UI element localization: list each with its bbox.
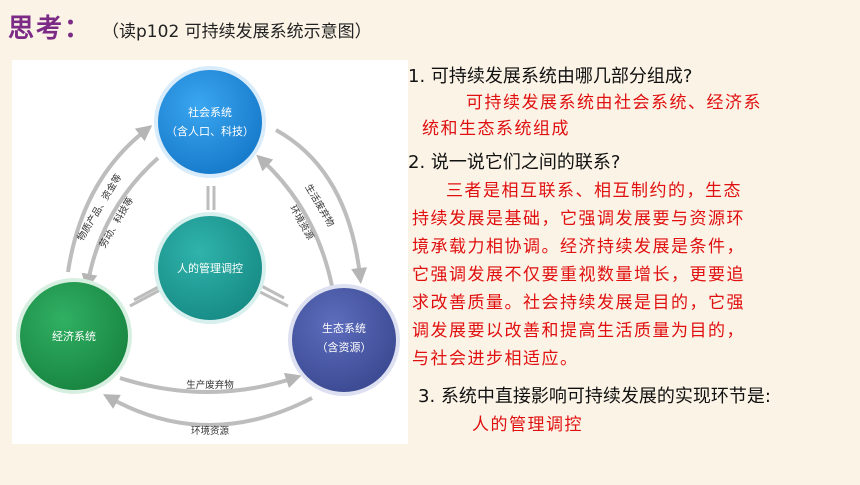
answer-1-line-1: 可持续发展系统由社会系统、经济系 <box>466 93 762 113</box>
node-social-label: 社会系统 <box>188 105 232 119</box>
arrow-ecological-to-social <box>256 154 334 287</box>
answer-2-line-7: 与社会进步相适应。 <box>412 349 579 369</box>
label-bottom-upper: 生产废弃物 <box>186 379 234 391</box>
answer-2-line-4: 它强调发展不仅要重视数量增长，更要追 <box>412 265 745 285</box>
node-ecological-sublabel: （含资源） <box>317 340 372 354</box>
node-human-label: 人的管理调控 <box>177 261 243 275</box>
answer-3: 人的管理调控 <box>472 415 583 435</box>
page-subtitle: （读p102 可持续发展系统示意图） <box>102 22 372 42</box>
arrow-economic-to-ecological <box>119 372 302 394</box>
node-ecological: 生态系统 （含资源） <box>288 284 400 396</box>
arrow-ecological-to-economic <box>102 394 313 427</box>
question-2: 2. 说一说它们之间的联系? <box>408 152 621 173</box>
arrow-human-social <box>206 186 216 210</box>
answer-2-line-5: 求改善质量。社会持续发展是目的，它强 <box>412 293 745 313</box>
arrow-social-to-ecological <box>275 128 368 284</box>
label-bottom-lower: 环境资源 <box>191 425 230 437</box>
node-social: 社会系统 （含人口、科技） <box>154 66 266 178</box>
node-economic: 经济系统 <box>16 278 132 394</box>
answer-1-line-2: 统和生态系统组成 <box>422 119 570 139</box>
answer-2-line-6: 调发展要以改善和提高生活质量为目的， <box>412 321 745 341</box>
title-row: 思考： （读p102 可持续发展系统示意图） <box>8 8 372 44</box>
node-human: 人的管理调控 <box>154 212 266 324</box>
answer-2-line-2: 持续发展是基础，它强调发展要与资源环 <box>412 209 745 229</box>
node-ecological-label: 生态系统 <box>322 321 366 335</box>
answer-2-line-3: 境承载力相协调。经济持续发展是条件， <box>412 237 745 257</box>
arrow-social-to-economic <box>81 156 160 290</box>
answer-2-line-1: 三者是相互联系、相互制约的，生态 <box>446 181 742 201</box>
arrow-economic-to-social <box>66 125 153 273</box>
question-1: 1. 可持续发展系统由哪几部分组成? <box>408 66 693 87</box>
sustainability-diagram: 社会系统 （含人口、科技） 人的管理调控 经济系统 生态系统 （含资源） 物质产… <box>12 60 408 444</box>
page-title: 思考： <box>8 14 93 44</box>
node-economic-label: 经济系统 <box>52 329 96 343</box>
node-social-sublabel: （含人口、科技） <box>166 124 254 138</box>
question-3: 3. 系统中直接影响可持续发展的实现环节是: <box>418 386 771 407</box>
diagram-svg: 社会系统 （含人口、科技） 人的管理调控 经济系统 生态系统 （含资源） 物质产… <box>16 66 400 437</box>
